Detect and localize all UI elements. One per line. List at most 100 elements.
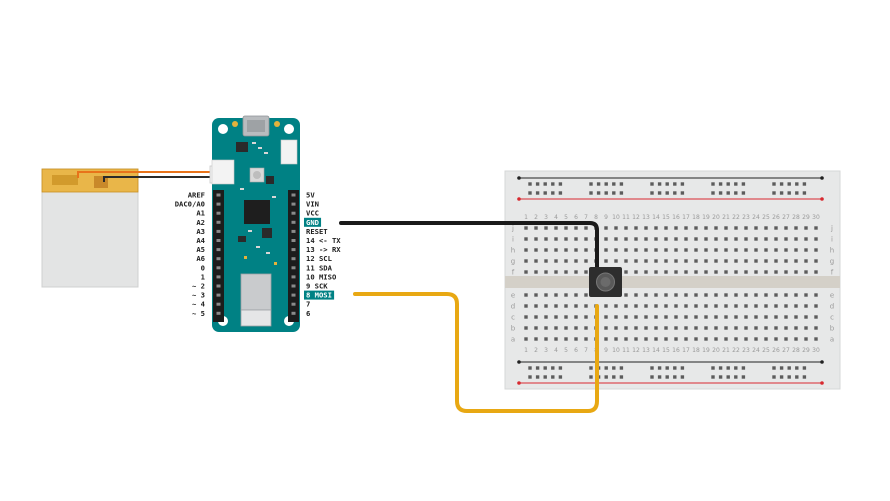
breadboard-hole: [804, 337, 808, 341]
rail-hole: [673, 375, 677, 379]
header-pin: [216, 311, 221, 315]
column-number: 13: [642, 214, 650, 221]
column-number: 3: [544, 347, 548, 354]
rail-hole: [528, 366, 532, 370]
breadboard-hole: [734, 326, 738, 330]
column-number: 7: [584, 347, 588, 354]
pin-highlight: [304, 290, 335, 300]
header-pin: [216, 211, 221, 215]
left-pin-label: ~ 3: [192, 291, 205, 300]
passive-component: [258, 147, 262, 149]
left-pin-header: [213, 190, 224, 322]
breadboard-hole: [754, 237, 758, 241]
rail-hole: [657, 375, 662, 379]
row-letter: h: [511, 247, 515, 255]
right-pin-label: 7: [306, 300, 310, 309]
header-pin: [216, 275, 221, 279]
left-pin-label: 0: [201, 263, 205, 272]
breadboard-hole: [524, 259, 528, 263]
rail-hole: [787, 182, 791, 186]
left-pin-label: AREF: [188, 191, 205, 200]
passive-component: [240, 188, 244, 190]
breadboard-hole: [684, 237, 688, 241]
rail-hole: [551, 182, 555, 186]
rail-hole: [718, 366, 723, 370]
rail-hole: [665, 191, 669, 195]
column-number: 9: [604, 214, 608, 221]
rail-hole: [795, 375, 799, 379]
rail-hole: [802, 191, 807, 195]
column-number: 17: [682, 214, 690, 221]
rail-hole: [726, 191, 730, 195]
breadboard-hole: [744, 226, 748, 230]
breadboard-hole: [544, 315, 548, 319]
column-number: 23: [742, 214, 750, 221]
column-number: 15: [662, 347, 670, 354]
passive-component: [272, 196, 276, 198]
breadboard-hole: [764, 293, 768, 297]
breadboard-hole: [674, 259, 678, 263]
breadboard-hole: [774, 270, 778, 274]
breadboard-hole: [614, 326, 618, 330]
column-number: 27: [782, 214, 790, 221]
breadboard-hole: [784, 270, 788, 274]
breadboard-hole: [674, 237, 678, 241]
breadboard-hole: [584, 270, 588, 274]
row-letter: d: [511, 303, 515, 311]
breadboard-hole: [774, 293, 778, 297]
breadboard-hole: [634, 326, 638, 330]
column-number: 28: [792, 214, 800, 221]
breadboard-hole: [794, 304, 798, 308]
column-number: 17: [682, 347, 690, 354]
left-pin-label: ~ 5: [192, 309, 205, 318]
breadboard-hole: [554, 259, 558, 263]
breadboard-hole: [584, 304, 588, 308]
column-number: 22: [732, 214, 740, 221]
breadboard-hole: [764, 248, 768, 252]
breadboard-hole: [694, 326, 698, 330]
breadboard-hole: [544, 293, 548, 297]
breadboard-hole: [694, 270, 698, 274]
breadboard-hole: [674, 315, 678, 319]
right-pin-label: 10 MISO: [306, 272, 336, 281]
breadboard-hole: [664, 226, 668, 230]
header-pin: [216, 302, 221, 306]
push-button: [589, 267, 622, 297]
right-pin-header: [288, 190, 299, 322]
breadboard-hole: [644, 259, 648, 263]
left-pin-label: ~ 4: [192, 300, 205, 309]
breadboard-hole: [724, 337, 728, 341]
column-number: 14: [652, 214, 660, 221]
breadboard-hole: [544, 226, 548, 230]
rail-hole: [589, 191, 593, 195]
breadboard-hole: [754, 293, 758, 297]
rail-hole: [619, 375, 624, 379]
rail-hole: [650, 375, 654, 379]
header-pin: [291, 284, 296, 288]
breadboard-hole: [664, 248, 668, 252]
push-button-cap-center: [600, 277, 611, 287]
rail-hole: [612, 366, 616, 370]
breadboard-hole: [564, 237, 568, 241]
breadboard-hole: [684, 337, 688, 341]
breadboard-hole: [784, 248, 788, 252]
left-pin-label: A1: [196, 209, 205, 218]
rail-hole: [589, 366, 593, 370]
breadboard-hole: [714, 337, 718, 341]
breadboard-hole: [634, 226, 638, 230]
breadboard-hole: [744, 270, 748, 274]
breadboard-hole: [794, 259, 798, 263]
rail-hole: [543, 191, 547, 195]
breadboard-hole: [744, 259, 748, 263]
breadboard-hole: [804, 226, 808, 230]
column-number: 10: [612, 347, 620, 354]
rail-hole: [772, 366, 776, 370]
breadboard-hole: [614, 304, 618, 308]
breadboard-hole: [644, 326, 648, 330]
header-pin: [291, 202, 296, 206]
breadboard-hole: [584, 293, 588, 297]
breadboard-hole: [764, 270, 768, 274]
usb-connector-inner: [247, 120, 265, 132]
breadboard-hole: [664, 293, 668, 297]
